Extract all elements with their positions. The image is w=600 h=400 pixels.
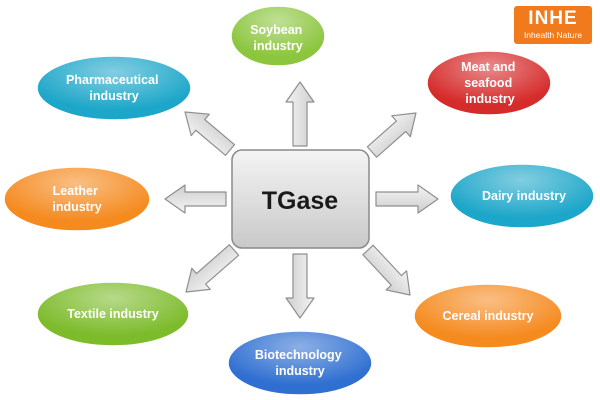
inhe-logo: INHE Inhealth Nature (514, 6, 592, 44)
node-dairy: Dairy industry (449, 163, 595, 229)
node-soybean: Soybean industry (230, 5, 326, 67)
arrow-soybean (285, 81, 315, 147)
svg-text:Pharmaceutical industr: Pharmaceutical industry (66, 73, 162, 103)
node-pharma: Pharmaceutical industry (36, 55, 192, 121)
node-biotech-line-2: industry (275, 364, 324, 378)
node-leather: Leather industry (3, 166, 151, 232)
arrows (164, 81, 439, 319)
node-leather-line-2: industry (52, 200, 101, 214)
node-meat-line-3: industry (465, 92, 514, 106)
node-meat: Meat and seafood industry (426, 50, 552, 116)
node-pharma-line-1: Pharmaceutical (66, 73, 158, 87)
node-textile-label: Textile industry (67, 307, 159, 321)
svg-text:Leather industry: Leather industry (52, 184, 101, 214)
logo-mark: INHE (528, 8, 578, 29)
node-textile: Textile industry (36, 281, 190, 347)
arrow-cereal (362, 244, 411, 296)
node-biotech-line-1: Biotechnology (255, 348, 342, 362)
node-soybean-line-2: industry (253, 39, 302, 53)
arrow-dairy (375, 184, 439, 214)
arrow-biotech (285, 253, 315, 319)
node-cereal-label: Cereal industry (442, 309, 533, 323)
node-cereal: Cereal industry (413, 283, 563, 349)
logo-tagline: Inhealth Nature (523, 30, 583, 40)
node-meat-line-2: seafood (464, 76, 512, 90)
arrow-leather (164, 184, 227, 214)
node-soybean-line-1: Soybean (250, 23, 302, 37)
arrow-meat (366, 112, 417, 158)
node-meat-line-1: Meat and (461, 60, 515, 74)
svg-text:Biotechnology industry: Biotechnology industry (255, 348, 345, 378)
center-box: TGase (231, 149, 370, 249)
center-label: TGase (262, 187, 339, 215)
node-leather-line-1: Leather (53, 184, 98, 198)
svg-text:Meat and seafood: Meat and seafood industry (461, 60, 519, 106)
node-dairy-label: Dairy industry (482, 189, 566, 203)
node-biotech: Biotechnology industry (227, 330, 373, 396)
svg-text:Soybean industry: Soybean industry (250, 23, 306, 53)
node-pharma-line-2: industry (89, 89, 138, 103)
arrow-pharma (184, 111, 236, 156)
arrow-textile (185, 244, 240, 293)
